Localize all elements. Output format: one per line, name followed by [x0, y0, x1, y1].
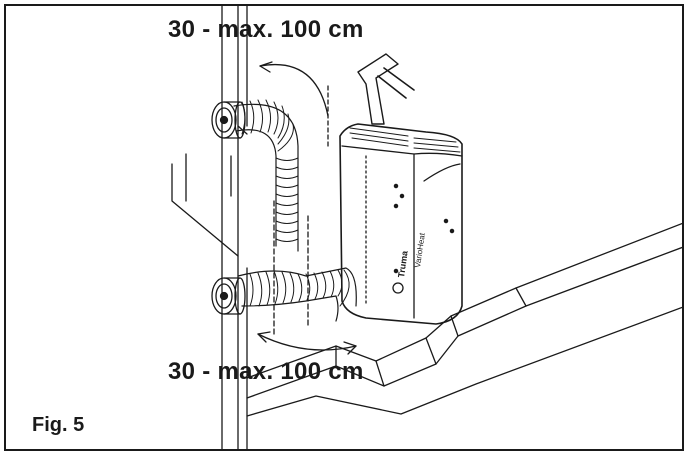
installation-diagram: Truma VarioHeat — [171, 6, 682, 449]
upper-outlet-nozzle — [211, 101, 246, 139]
dimension-label-top: 30 - max. 100 cm — [168, 16, 364, 43]
dimension-arc-bottom — [257, 200, 357, 355]
floor-cabinet-outline — [246, 222, 682, 417]
dimension-arc-top — [259, 61, 329, 147]
figure-frame: Truma VarioHeat 30 - max. 100 cm 30 - ma… — [4, 4, 684, 451]
lower-duct — [237, 267, 357, 322]
wall-panel — [171, 6, 248, 449]
heater-unit — [339, 123, 463, 325]
exhaust-arrow — [357, 53, 415, 125]
dimension-label-bottom: 30 - max. 100 cm — [168, 358, 364, 385]
figure-label: Fig. 5 — [32, 414, 85, 436]
brand-logo: Truma — [396, 249, 410, 278]
model-name: VarioHeat — [413, 232, 427, 269]
lower-outlet-nozzle — [211, 277, 246, 315]
upper-duct — [233, 99, 299, 252]
